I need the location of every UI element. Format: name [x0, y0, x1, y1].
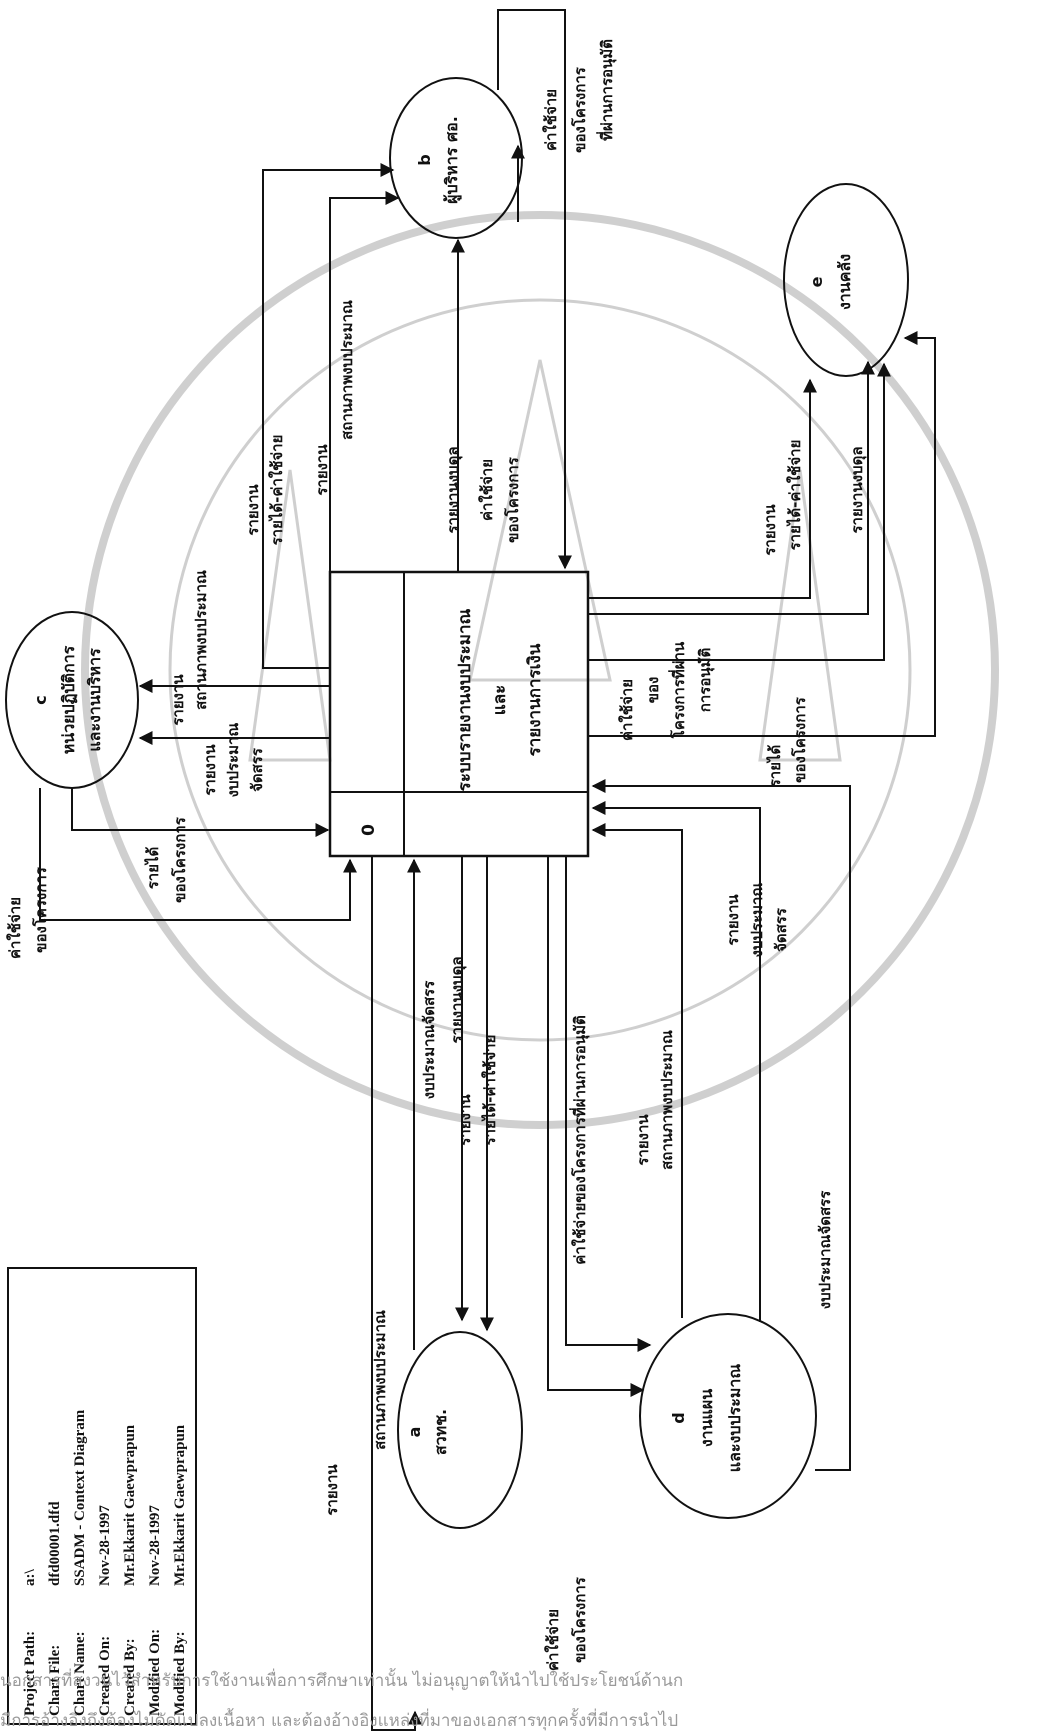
flow-label: ค่าใช้จ่าย — [618, 679, 636, 741]
flow-label: ของโครงการ — [503, 456, 522, 543]
process-name-line-1: ระบบรายงานงบประมาณ — [455, 608, 475, 791]
entity-name-line-2: และงานบริหาร — [85, 648, 104, 752]
flow-label: รายงาน — [313, 444, 331, 496]
flow-label: งบประมาณ — [748, 883, 766, 958]
entity-d: d งานแผน และงบประมาณ — [639, 1313, 817, 1519]
chart-info-box: Project Path: a:\ Chart File: dfd00001.d… — [7, 1267, 197, 1725]
flow-label: ของโครงการ — [570, 66, 589, 153]
flow-labels: รายงาน สถานภาพงบประมาณ รายงาน รายได้-ค่า… — [6, 39, 867, 1671]
flow-label: ค่าใช้จ่าย — [544, 1609, 562, 1671]
flow-label: รายได้-ค่าใช้จ่าย — [267, 435, 286, 546]
flow-label: รายได้ — [143, 847, 162, 890]
flow-label: ของโครงการ — [790, 696, 809, 783]
entity-name-line-1: งานแผน — [697, 1389, 716, 1447]
info-label: Chart Name: — [72, 1631, 88, 1716]
flow-label: ที่ผ่านการอนุมัติ — [596, 39, 617, 141]
info-value: dfd00001.dfd — [47, 1501, 63, 1586]
process-name-line-2: และ — [490, 685, 510, 716]
info-value: Mr.Ekkarit Gaewprapun — [122, 1424, 138, 1586]
entity-e: e งานคลัง — [783, 183, 909, 377]
info-value: SSADM - Context Diagram — [72, 1409, 88, 1586]
flow-label: ของโครงการ — [570, 1576, 589, 1663]
process-name-line-3: รายงานการเงิน — [525, 643, 545, 756]
flow-label: รายงาน — [456, 1094, 474, 1146]
flow-label: สถานภาพงบประมาณ — [192, 570, 210, 710]
flow-label: สถานภาพงบประมาณ — [338, 300, 356, 440]
flow-label: ค่าใช้จ่าย — [6, 897, 24, 959]
flow-label: รายได้-ค่าใช้จ่าย — [480, 1035, 499, 1146]
flow-label: ของ — [644, 677, 662, 704]
info-value: Nov-28-1997 — [97, 1505, 113, 1586]
entity-id: e — [807, 276, 826, 287]
info-label: Modified On: — [147, 1629, 163, 1716]
flow-label: จัดสรร — [772, 907, 790, 952]
entity-id: c — [31, 695, 50, 704]
entity-id: a — [405, 1427, 424, 1438]
footer-line-2: มีการอ้างอิงถึงต้องไม่ดัดแปลงเนื้อหา และ… — [0, 1708, 678, 1731]
flow-label: รายงาน — [724, 894, 742, 946]
entity-c: c หน่วยปฏิบัติการ และงานบริหาร — [5, 611, 139, 789]
process-box: 0 ระบบรายงานงบประมาณ และ รายงานการเงิน — [328, 570, 590, 858]
flow-label: จัดสรร — [248, 747, 266, 792]
process-id: 0 — [359, 824, 379, 836]
flow-label: สถานภาพงบประมาณ — [371, 1310, 389, 1450]
flow-label: รายงาน — [201, 744, 219, 796]
flow-label: รายงาน — [634, 1114, 652, 1166]
info-label: Chart File: — [47, 1645, 63, 1716]
info-label: Created By: — [122, 1638, 138, 1716]
entity-a: a สวทช. — [397, 1331, 523, 1529]
flow-label: การอนุมัติ — [696, 648, 715, 712]
flow-label: รายงาน — [244, 484, 262, 536]
flow-label: งบประมาณจัดสรร — [816, 1190, 834, 1309]
flow-label: รายงาน — [761, 504, 779, 556]
entity-id: b — [415, 154, 434, 165]
flow-label: รายได้ — [765, 745, 784, 788]
flow-label: สถานภาพงบประมาณ — [658, 1030, 676, 1170]
flow-label: ของโครงการ — [170, 816, 189, 903]
flow-label: ของโครงการ — [31, 866, 50, 953]
flow-label: ค่าใช้จ่ายของโครงการที่ผ่านการอนุมัติ — [569, 1015, 590, 1264]
entity-name: งานคลัง — [835, 254, 854, 310]
flow-lines — [39, 9, 936, 1731]
entity-b: b ผู้บริหาร ศอ. — [389, 77, 523, 239]
flow-label: รายงาน — [323, 1464, 341, 1516]
flow-label: รายงานงบดุล — [848, 446, 867, 533]
info-label: Created On: — [97, 1636, 113, 1716]
entity-name-line-1: หน่วยปฏิบัติการ — [59, 645, 78, 754]
flow-label: รายงาน — [169, 674, 187, 726]
info-value: a:\ — [22, 1569, 38, 1586]
info-label: Project Path: — [22, 1631, 38, 1716]
footer-notice: นอกสารที่สงวนไว้สำหรับการใช้งานเพื่อการศ… — [0, 1668, 683, 1731]
footer-line-1: นอกสารที่สงวนไว้สำหรับการใช้งานเพื่อการศ… — [0, 1668, 683, 1691]
flow-label: รายงานงบดุล — [444, 446, 463, 533]
entity-name: ผู้บริหาร ศอ. — [442, 116, 463, 204]
info-label: Modified By: — [172, 1631, 188, 1716]
flow-label: โครงการที่ผ่าน — [668, 641, 688, 739]
entity-name-line-2: และงบประมาณ — [725, 1364, 744, 1473]
entity-name: สวทช. — [431, 1409, 450, 1455]
flow-label: รายได้-ค่าใช้จ่าย — [785, 440, 804, 551]
flow-label: ค่าใช้จ่าย — [478, 459, 496, 521]
entity-id: d — [669, 1412, 688, 1423]
flow-label: รายงานงบดุล — [448, 956, 467, 1043]
info-value: Nov-28-1997 — [147, 1505, 163, 1586]
flow-label: ค่าใช้จ่าย — [542, 89, 560, 151]
flow-label: งบประมาณจัดสรร — [420, 980, 438, 1099]
flow-label: งบประมาณ — [224, 723, 242, 798]
info-value: Mr.Ekkarit Gaewprapun — [172, 1424, 188, 1586]
